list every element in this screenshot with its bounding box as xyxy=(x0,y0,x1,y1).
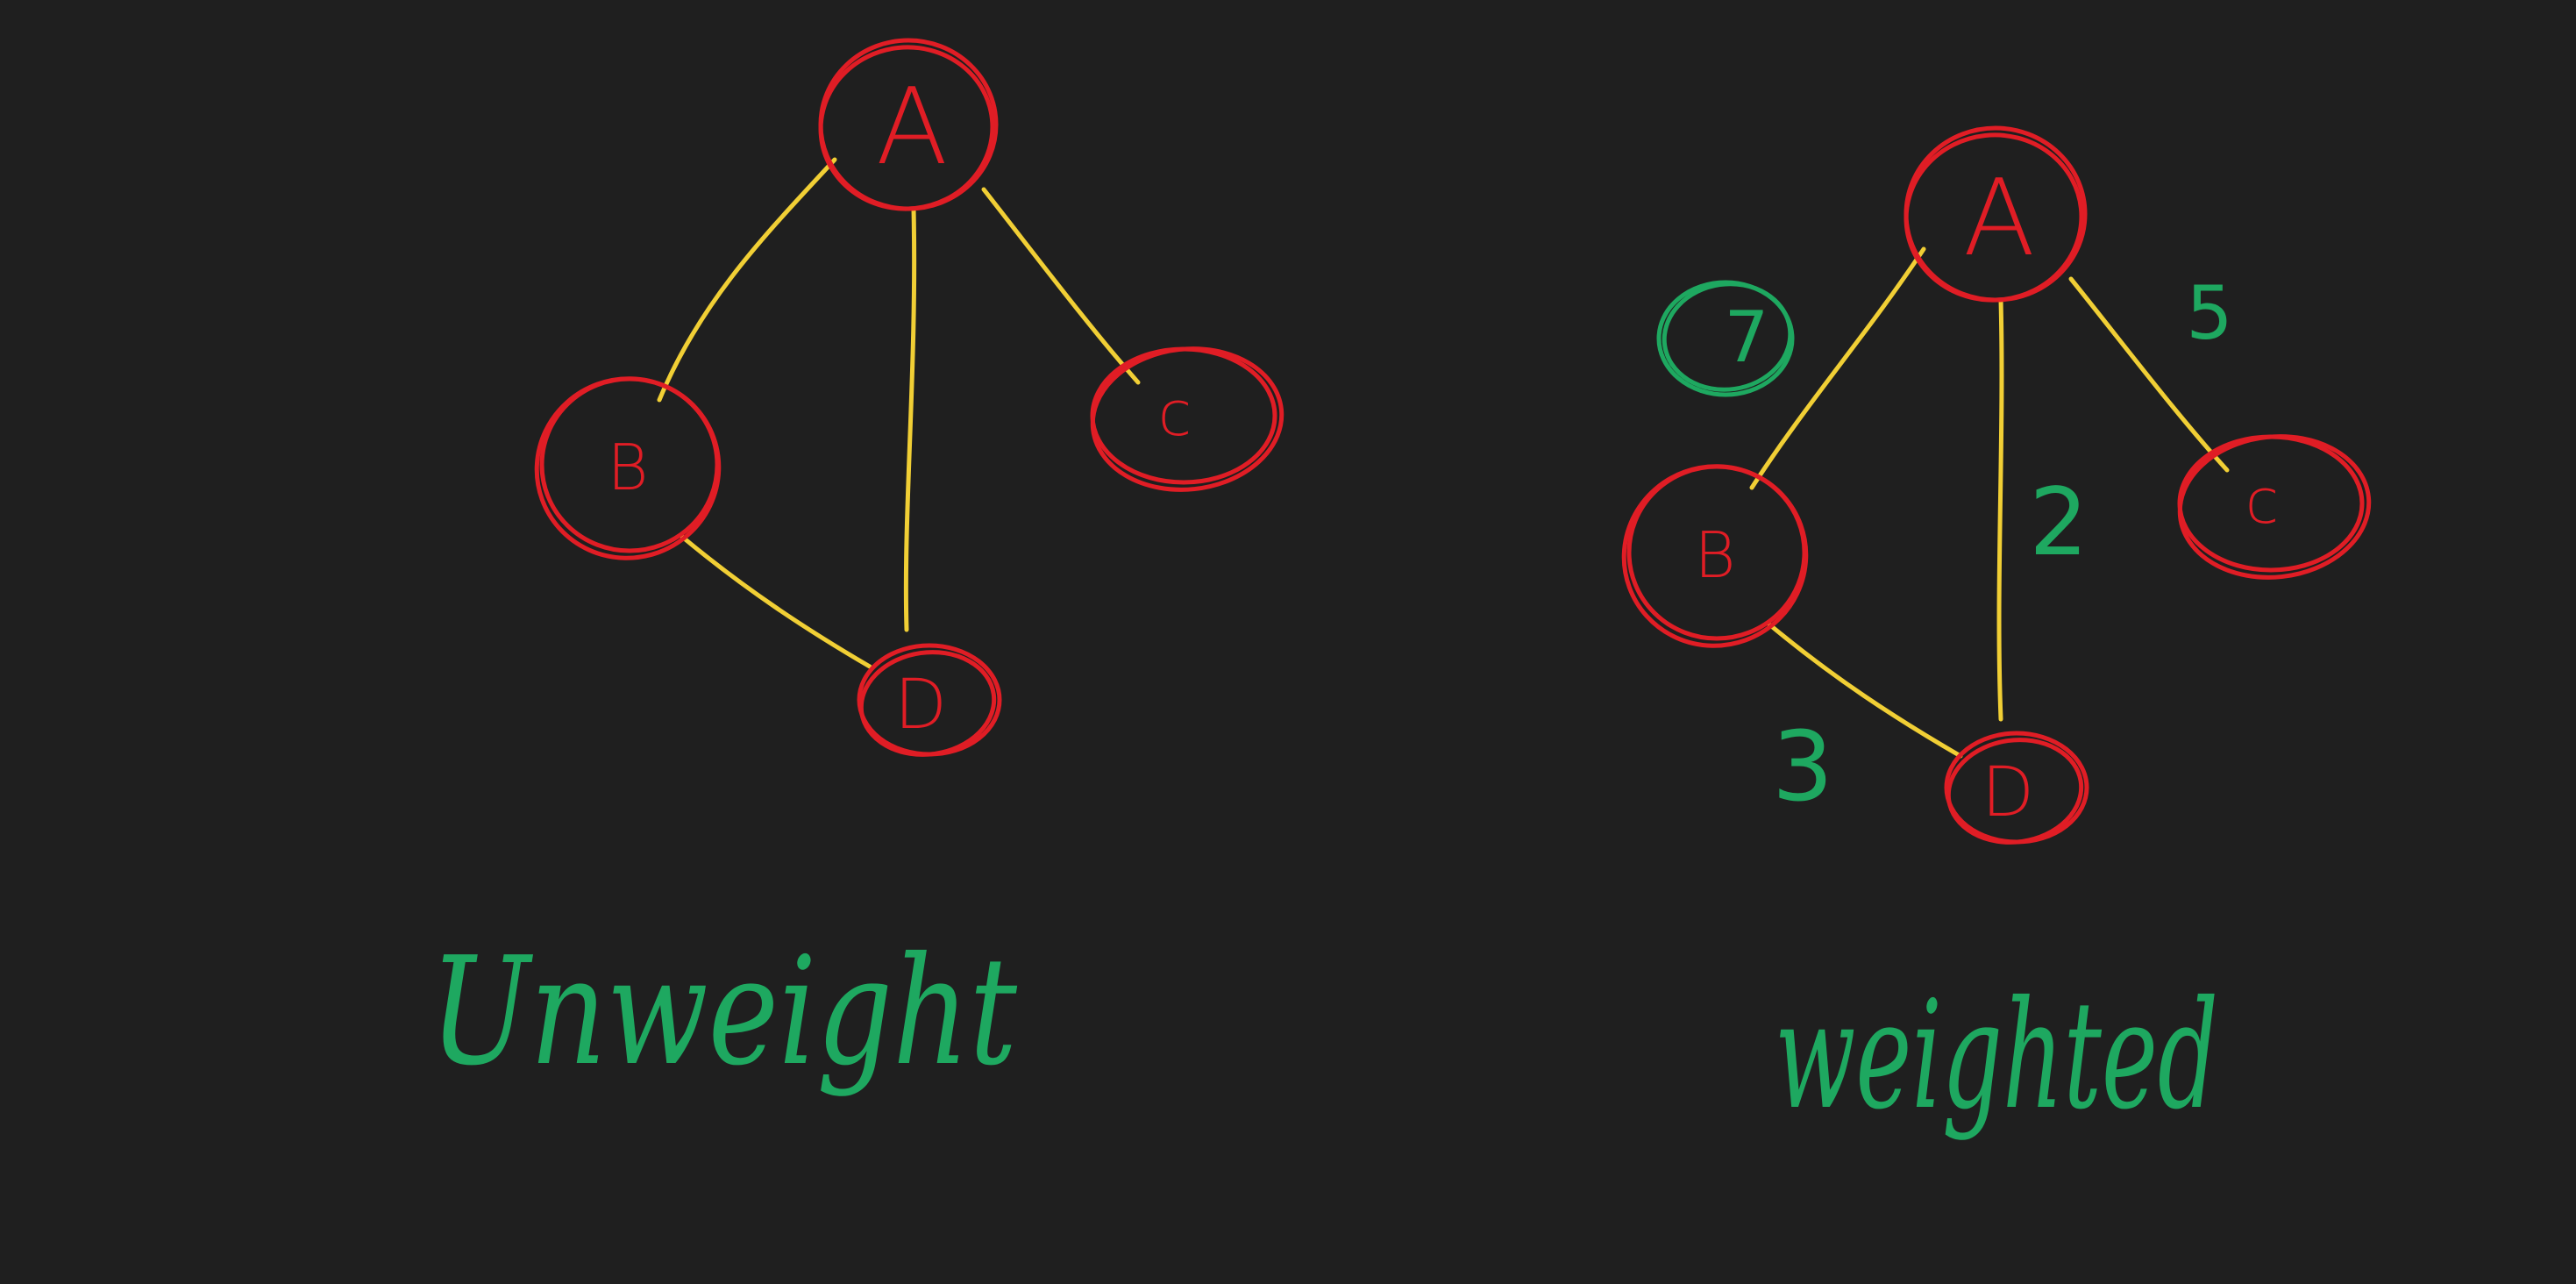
unweighted-graph: A B c D Unweight xyxy=(430,38,1284,1099)
node-c-label: c xyxy=(1158,378,1192,450)
node-c: c xyxy=(1090,346,1284,492)
node-b-label: B xyxy=(607,431,648,504)
weighted-caption: weighted xyxy=(1775,969,2218,1143)
node-b: B xyxy=(534,376,722,560)
node-c-weighted-label: c xyxy=(2245,466,2280,538)
node-a-label: A xyxy=(876,67,948,189)
node-c-weighted: c xyxy=(2177,434,2372,580)
node-d: D xyxy=(857,643,1002,757)
weight-5-label: 5 xyxy=(2186,270,2232,356)
edge-b-d xyxy=(680,534,872,669)
edge-a-c-weighted xyxy=(2068,276,2230,473)
node-b-weighted: B xyxy=(1621,464,1809,648)
edge-a-d-weighted xyxy=(1996,297,2004,722)
node-b-weighted-label: B xyxy=(1694,518,1735,592)
edge-a-b xyxy=(657,157,837,403)
node-a-weighted-label: A xyxy=(1963,158,2035,280)
node-a-weighted: A xyxy=(1904,125,2088,303)
node-d-weighted-label: D xyxy=(1982,753,2034,832)
weighted-graph: A B c D 7 2 5 3 weighted xyxy=(1621,125,2372,1143)
weight-7-label: 7 xyxy=(1725,296,1769,378)
weight-7: 7 xyxy=(1656,280,1795,397)
weight-2-label: 2 xyxy=(2029,468,2088,576)
edge-a-d xyxy=(903,206,917,632)
node-d-label: D xyxy=(894,666,947,745)
weight-3-label: 3 xyxy=(1772,710,1833,823)
node-a: A xyxy=(818,38,999,211)
edge-a-c xyxy=(981,187,1141,385)
edge-b-d-weighted xyxy=(1767,622,1963,759)
unweighted-caption: Unweight xyxy=(430,925,1018,1099)
edge-a-b-weighted xyxy=(1749,246,1926,490)
node-d-weighted: D xyxy=(1944,731,2089,845)
